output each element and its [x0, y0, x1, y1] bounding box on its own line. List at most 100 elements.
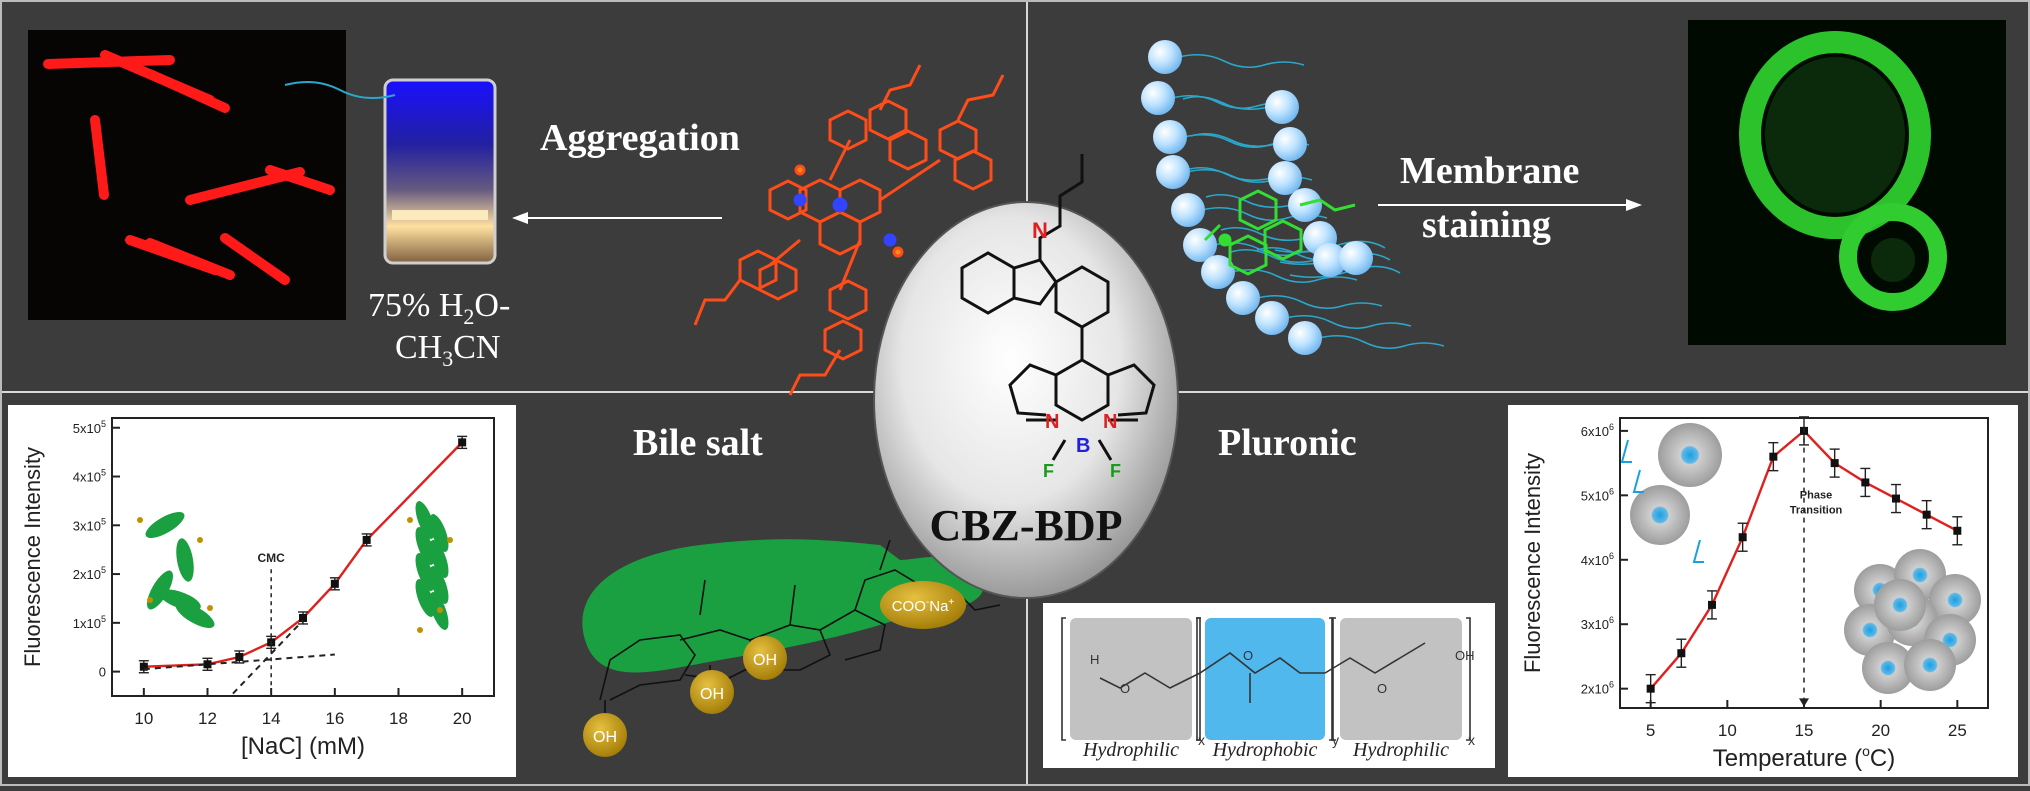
lipid-head: [1148, 40, 1182, 74]
micelle: [1658, 423, 1722, 487]
y-tick-label: 0: [99, 665, 106, 680]
oh-dot: [197, 537, 203, 543]
bile-salt-monomer: [147, 570, 173, 610]
x-tick-label: 20: [453, 709, 472, 728]
data-point: [330, 579, 339, 588]
block-label-2: Hydrophobic: [1212, 739, 1318, 761]
bile-salt-structure: OH OH OH COO-Na+: [582, 539, 1001, 757]
bile-salt-aggregate: [429, 540, 449, 578]
lipid-head: [1171, 193, 1205, 227]
subscript-x-2: x: [1468, 732, 1475, 748]
vial-photo: [383, 78, 497, 265]
bile-salt-aggregate: [429, 514, 449, 552]
subscript-x-1: x: [1198, 732, 1205, 748]
lipid-head: [1226, 281, 1260, 315]
counterion-label: COO-Na+: [892, 597, 955, 615]
subscript-y: y: [1332, 732, 1339, 748]
oh-dot: [147, 597, 153, 603]
bile-salt-aggregate: [415, 553, 435, 591]
atom-f-right: F: [1110, 461, 1121, 481]
atom-n-left: N: [1045, 411, 1059, 433]
oh-dot: [437, 607, 443, 613]
y-tick-label: 1x105: [73, 614, 106, 631]
pluronic-title: Pluronic: [1218, 422, 1357, 464]
data-point: [1769, 452, 1778, 461]
red-crystals: [43, 50, 335, 285]
membrane-title-line2: staining: [1422, 204, 1551, 246]
data-point: [235, 652, 244, 661]
ppo-block: [1205, 618, 1325, 740]
micelle: [1630, 485, 1690, 545]
atom-f-left: F: [1043, 461, 1054, 481]
polymer-bonds: [1061, 617, 1471, 741]
data-point: [299, 613, 307, 622]
atom-b: B: [1076, 435, 1090, 457]
lipid-head: [1265, 90, 1299, 124]
oh-dot: [407, 517, 413, 523]
y-tick-label: 3x106: [1581, 615, 1614, 632]
solvent-label-line1: 75% H2O-: [368, 287, 510, 329]
data-point: [1708, 600, 1716, 609]
oh-dot: [207, 605, 213, 611]
y-tick-label: 5x106: [1581, 486, 1614, 503]
micelle-cluster-member: [1862, 642, 1914, 694]
lipid-tail: [1178, 53, 1305, 69]
lipid-tail: [1285, 314, 1412, 330]
pluronic-structure-frame: H O O O OH x y x Hydrophilic Hydrophobic…: [1043, 603, 1495, 768]
lipid-head: [1153, 120, 1187, 154]
bile-salt-monomer: [176, 538, 194, 582]
peo-block-1: [1070, 618, 1192, 740]
lipid-head: [1268, 161, 1302, 195]
y-tick-label: 4x106: [1581, 551, 1614, 568]
x-tick-label: 10: [1718, 721, 1737, 740]
lipid-head: [1288, 321, 1322, 355]
x-tick-label: 12: [198, 709, 217, 728]
bile-salt-aggregate: [415, 501, 435, 539]
oxygen-3: O: [1377, 681, 1387, 696]
oh-dot: [137, 517, 143, 523]
atom-n-carbazole: N: [1032, 218, 1048, 243]
data-point: [458, 438, 467, 447]
lipid-tail: [1220, 226, 1307, 242]
x-tick-label: 20: [1871, 721, 1890, 740]
oh-dot: [417, 627, 423, 633]
phase-annotation-line2: Transition: [1790, 504, 1843, 516]
y-axis-label: Fluorescence Intensity: [20, 447, 45, 667]
central-egg: [873, 201, 1179, 599]
end-h: H: [1090, 652, 1099, 667]
cbz-bdp-structure: [960, 154, 1156, 461]
plot-frame: [111, 417, 495, 697]
micelle-cluster-member: [1874, 579, 1926, 631]
carboxylate-group: [880, 581, 966, 629]
data-point: [1738, 533, 1747, 542]
oh-group-1: [583, 713, 627, 757]
data-point: [1892, 494, 1900, 503]
cmc-annotation: CMC: [258, 551, 286, 565]
atom-n-right: N: [1103, 411, 1117, 433]
y-tick-label: 4x105: [73, 468, 106, 485]
x-tick-label: 14: [262, 709, 281, 728]
lipid-tail: [1230, 248, 1317, 264]
rise-fit: [232, 619, 304, 695]
lipid-head: [1156, 155, 1190, 189]
unimer: [1620, 439, 1632, 463]
x-tick-label: 5: [1646, 721, 1655, 740]
x-tick-label: 15: [1795, 721, 1814, 740]
bile-salt-monomer: [175, 602, 215, 628]
lipid-head: [1201, 255, 1235, 289]
unimer: [1632, 469, 1644, 493]
lipid-tail: [1185, 166, 1272, 182]
solvent-label-line2: CH3CN: [395, 329, 500, 371]
data-point: [1861, 478, 1870, 487]
x-axis-label: Temperature (oC): [1713, 743, 1896, 772]
lipid-bilayer: [284, 80, 396, 100]
lipid-tail: [1190, 132, 1277, 148]
peo-block-2: [1340, 618, 1462, 740]
oh-group-2: [690, 670, 734, 714]
membrane-title-line1: Membrane: [1400, 150, 1579, 192]
x-tick-label: 18: [389, 709, 408, 728]
